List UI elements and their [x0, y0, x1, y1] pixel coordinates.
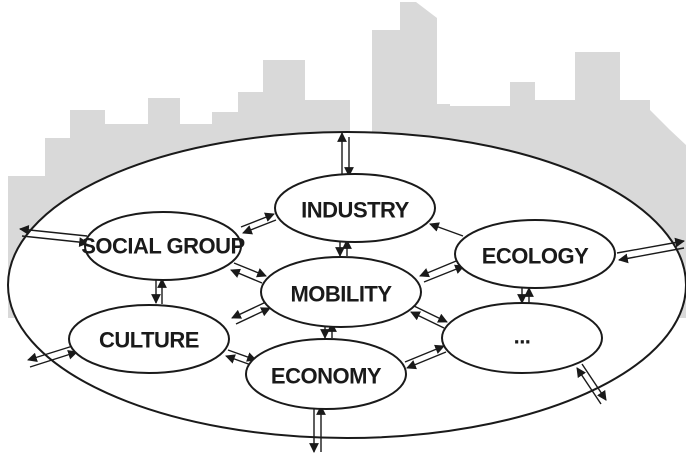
- node-more-label: ...: [514, 324, 531, 349]
- arrow-mobility-to-ecology: [423, 264, 465, 283]
- arrow-more-inward: [576, 367, 602, 405]
- node-economy-ellipse: [245, 338, 407, 410]
- node-ecology-label: ECOLOGY: [482, 244, 589, 269]
- node-economy-label: ECONOMY: [271, 364, 382, 389]
- node-mobility-ellipse: [260, 256, 422, 328]
- node-culture: CULTURE: [68, 304, 230, 374]
- arrow-mobility-to-culture: [231, 301, 267, 319]
- arrow-more-outward: [581, 363, 607, 401]
- arrow-industry-to-social: [242, 219, 277, 235]
- node-industry: INDUSTRY: [274, 173, 436, 243]
- connection-arrows: [19, 132, 685, 453]
- arrow-economy-to-more: [404, 344, 445, 363]
- arrow-mobility-to-social: [230, 268, 263, 284]
- node-social-group: SOCIAL GROUP: [81, 211, 245, 281]
- node-economy: ECONOMY: [245, 338, 407, 410]
- arrow-social-outward: [19, 225, 88, 237]
- node-social-group-ellipse: [84, 211, 242, 281]
- node-more-ellipse: [441, 302, 603, 374]
- node-industry-ellipse: [274, 173, 436, 243]
- arrow-ecology-outward: [616, 237, 685, 254]
- node-more: ...: [441, 302, 603, 374]
- node-mobility-label: MOBILITY: [290, 282, 392, 307]
- arrow-ecology-to-mobility: [419, 258, 462, 278]
- node-ecology: ECOLOGY: [454, 219, 616, 289]
- arrow-mobility-to-more: [413, 305, 448, 323]
- arrow-ecology-to-industry: [429, 222, 464, 237]
- arrow-culture-inward: [29, 350, 78, 368]
- arrow-more-to-mobility: [410, 311, 445, 329]
- arrow-culture-to-economy: [227, 349, 257, 362]
- arrow-more-to-economy: [406, 351, 447, 370]
- arrow-social-to-mobility: [233, 262, 267, 278]
- arrow-ecology-inward: [618, 247, 685, 264]
- node-culture-label: CULTURE: [99, 328, 199, 353]
- arrow-social-to-industry: [240, 212, 275, 228]
- arrow-culture-outward: [27, 344, 77, 363]
- node-culture-ellipse: [68, 304, 230, 374]
- arrow-culture-to-mobility: [235, 307, 271, 325]
- node-mobility: MOBILITY: [260, 256, 422, 328]
- node-ecology-ellipse: [454, 219, 616, 289]
- node-social-group-label: SOCIAL GROUP: [81, 234, 245, 259]
- arrow-social-inward: [21, 235, 89, 247]
- node-industry-label: INDUSTRY: [301, 198, 409, 223]
